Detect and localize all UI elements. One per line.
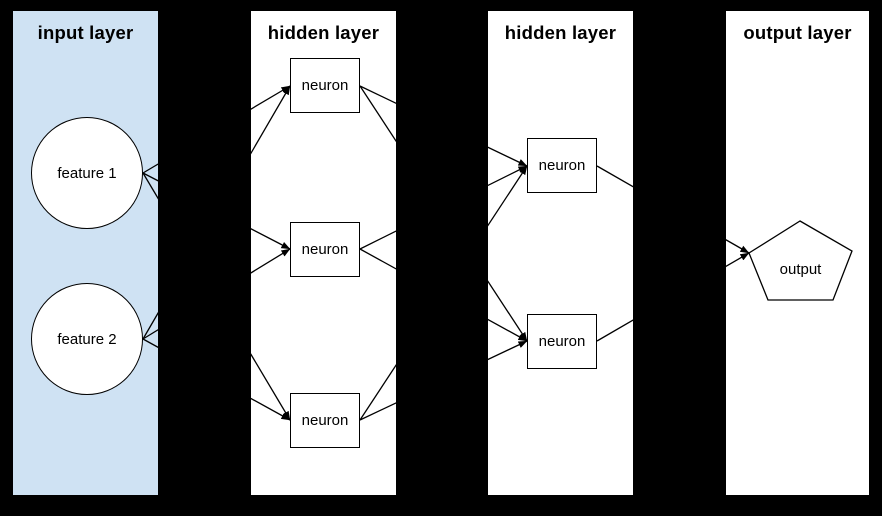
node-label: feature 1 [57, 164, 117, 182]
node-label: neuron [301, 77, 349, 94]
node-label: neuron [538, 157, 586, 174]
node-feature-1: feature 1 [31, 117, 143, 229]
panel-title: input layer [37, 22, 134, 43]
node-hidden1-neuron-3: neuron [290, 393, 360, 448]
node-feature-2: feature 2 [31, 283, 143, 395]
panel-title: output layer [743, 22, 852, 43]
node-label: neuron [538, 333, 586, 350]
panel-title: hidden layer [267, 22, 380, 43]
node-hidden1-neuron-1: neuron [290, 58, 360, 113]
panel-input-layer: input layer [13, 11, 158, 495]
panel-title: hidden layer [504, 22, 617, 43]
panel-hidden-layer-2: hidden layer [488, 11, 633, 495]
panel-output-layer: output layer [726, 11, 869, 495]
node-label: neuron [301, 241, 349, 258]
node-label: feature 2 [57, 330, 117, 348]
node-hidden2-neuron-1: neuron [527, 138, 597, 193]
node-hidden1-neuron-2: neuron [290, 222, 360, 277]
node-label: neuron [301, 412, 349, 429]
node-hidden2-neuron-2: neuron [527, 314, 597, 369]
